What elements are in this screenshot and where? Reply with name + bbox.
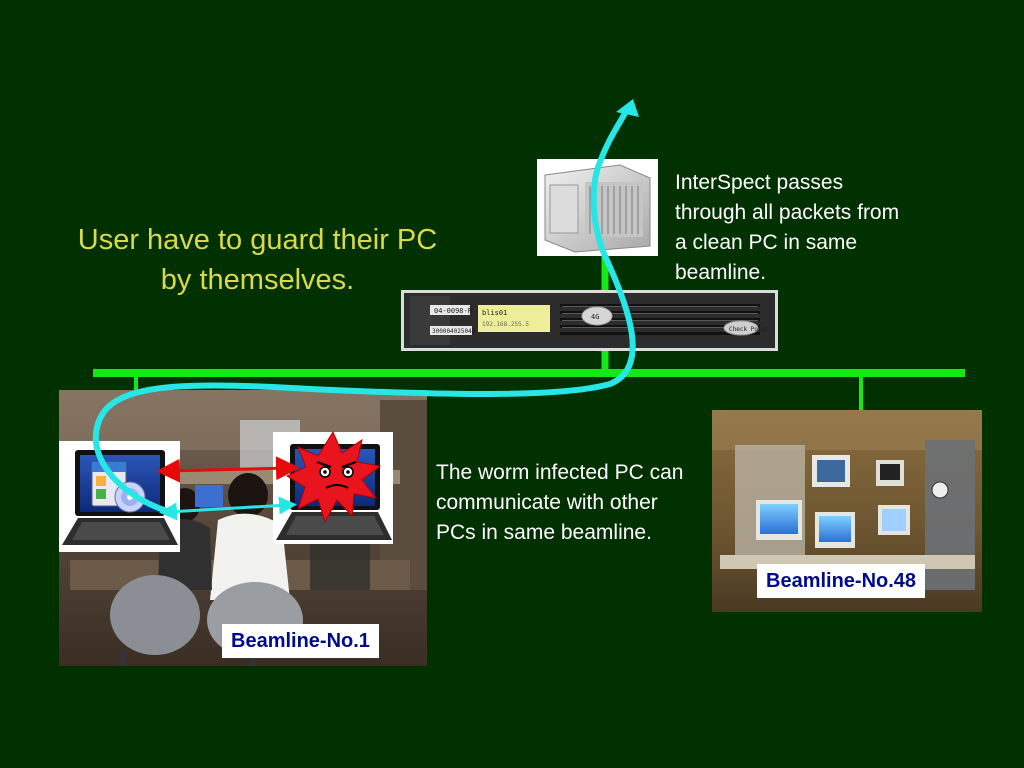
model-badge-text: 4G xyxy=(591,313,599,321)
worm-note: The worm infected PC can communicate wit… xyxy=(436,461,684,544)
beamline-1-label: Beamline-No.1 xyxy=(222,624,379,658)
person-head xyxy=(228,473,268,517)
host-label xyxy=(478,305,550,332)
brand-badge xyxy=(723,320,759,336)
packet-flow-arrowhead xyxy=(616,99,639,117)
slide-title: User have to guard their PC by themselve… xyxy=(77,224,438,296)
brand-text: Check Point xyxy=(729,326,769,333)
serial-text: 300004025040 xyxy=(432,328,476,335)
beamline-48-label: Beamline-No.48 xyxy=(757,564,926,598)
office-chair xyxy=(110,575,200,655)
wall-clock xyxy=(931,481,949,499)
serial-label xyxy=(430,326,472,335)
infected-pc xyxy=(273,430,393,544)
host-name-text: blis01 xyxy=(482,309,507,317)
clean-pc xyxy=(59,441,180,552)
clean-link-arrow xyxy=(159,496,297,521)
asset-tag-text: 04-0098-R xyxy=(434,307,473,315)
rack-server: 04-0098-R 300004025040 blis01 192.168.25… xyxy=(401,290,778,351)
host-ip-text: 192.168.255.5 xyxy=(482,321,529,328)
person-shirt xyxy=(210,513,290,600)
intersect-note: InterSpect passes through all packets fr… xyxy=(675,171,900,284)
server-chassis-icon xyxy=(537,159,658,256)
worm-link-arrow xyxy=(156,456,300,483)
angry-worm-icon xyxy=(285,430,382,524)
asset-tag-label xyxy=(430,305,470,315)
packet-flow-arrow xyxy=(92,105,636,515)
